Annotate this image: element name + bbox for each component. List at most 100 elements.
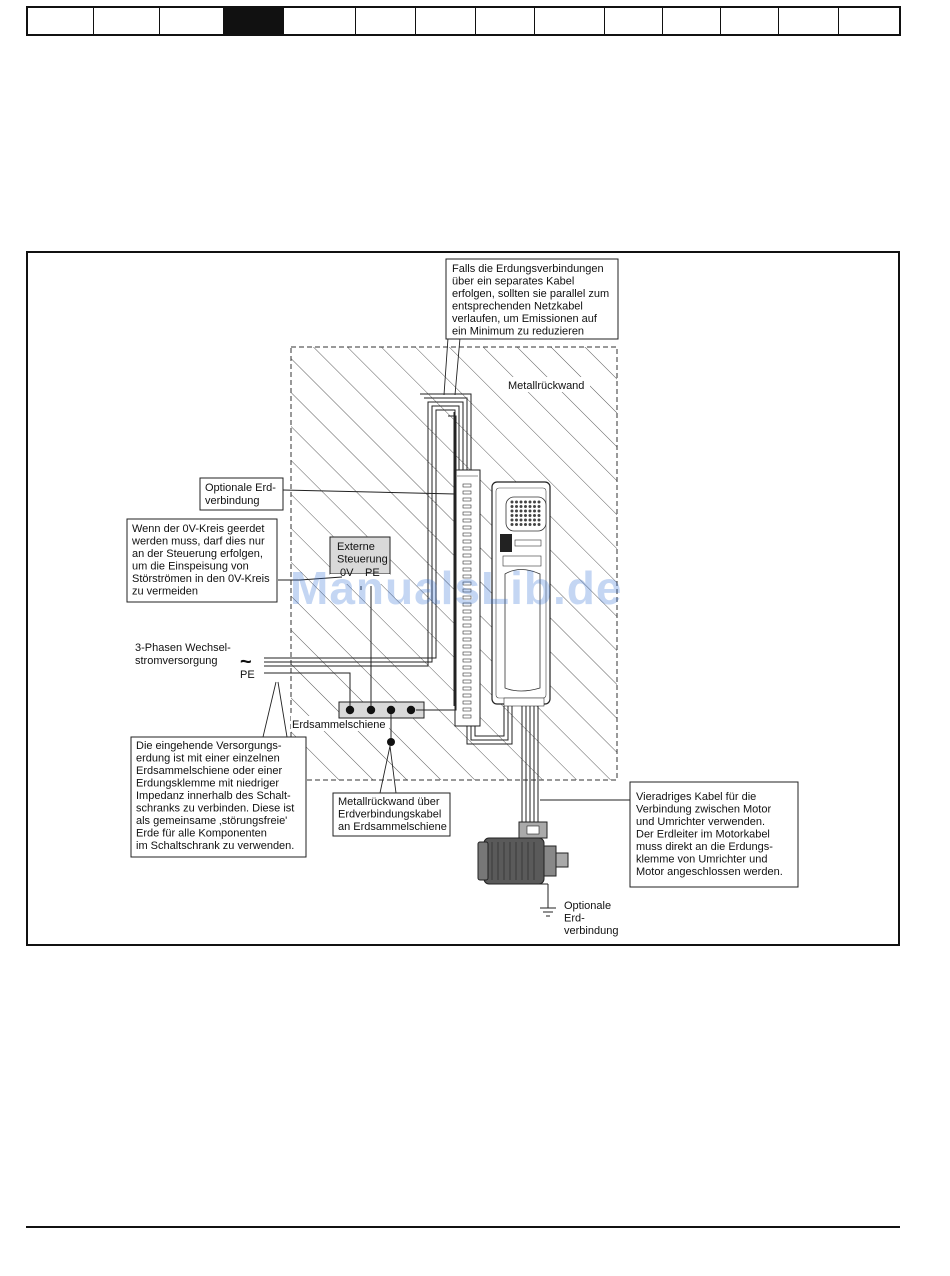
filter-slot — [462, 686, 472, 691]
nav-cell[interactable] — [160, 8, 224, 34]
filter-slot — [462, 644, 472, 649]
grille-hole — [528, 518, 532, 522]
filter-slot — [462, 700, 472, 705]
nav-cell[interactable] — [605, 8, 664, 34]
callout-line: verbindung — [564, 925, 618, 937]
callout-line: Vieradriges Kabel für die — [636, 791, 756, 803]
nav-cell[interactable] — [28, 8, 94, 34]
callout-line: Störströmen in den 0V-Kreis — [132, 573, 270, 585]
callout-line: Erdungsklemme mit niedriger — [136, 778, 279, 790]
callout-line: um die Einspeisung von — [132, 561, 249, 573]
callout-line: werden muss, darf dies nur — [131, 536, 265, 548]
grille-hole — [515, 514, 518, 517]
grille-hole — [537, 509, 541, 513]
filter-slot — [462, 581, 472, 586]
external-control-box — [329, 536, 391, 575]
nav-cell[interactable] — [223, 8, 284, 34]
grille-hole — [528, 523, 532, 526]
filter-slot — [462, 525, 472, 530]
nav-cell[interactable] — [721, 8, 780, 34]
nav-cell[interactable] — [416, 8, 476, 34]
filter-slot — [462, 483, 472, 488]
grille-hole — [510, 500, 514, 504]
grille-hole — [515, 523, 518, 526]
nav-cell[interactable] — [535, 8, 606, 34]
filter-slot — [462, 567, 472, 572]
grille-hole — [533, 518, 536, 522]
filter-slot — [462, 651, 472, 656]
grille-hole — [528, 505, 532, 508]
pe-terminal-label: PE — [365, 567, 380, 579]
callout-line: Motor angeschlossen werden. — [636, 866, 783, 878]
filter-slot — [462, 665, 472, 670]
watermark: ManualsLib.de — [290, 562, 623, 614]
callout-line: erdung ist mit einer einzelnen — [136, 753, 280, 765]
callout-line: Erde für alle Komponenten — [136, 828, 267, 840]
filter-slot — [462, 490, 472, 495]
filter-slot — [462, 693, 472, 698]
callout-line: Externe — [337, 541, 375, 553]
grille-hole — [515, 500, 518, 504]
nav-cell[interactable] — [779, 8, 840, 34]
callout-line: Falls die Erdungsverbindungen — [452, 263, 604, 275]
filter-slot — [462, 574, 472, 579]
grille-hole — [537, 523, 541, 526]
grille-hole — [537, 514, 541, 517]
grille-hole — [510, 523, 514, 526]
callout-line: 3-Phasen Wechsel- — [135, 642, 231, 654]
supply-pe-label: PE — [240, 669, 255, 681]
callout-optional-earth: Optionale Erd-verbindung — [205, 482, 276, 507]
filter-slot — [462, 609, 472, 614]
grille-hole — [519, 505, 523, 508]
nav-cell[interactable] — [284, 8, 356, 34]
grille-hole — [537, 500, 541, 504]
grille-hole — [537, 518, 541, 522]
callout-line: Steuerung — [337, 554, 388, 566]
figure-frame — [26, 251, 900, 946]
grille-hole — [510, 514, 514, 517]
nav-cell[interactable] — [356, 8, 416, 34]
grille-hole — [528, 514, 532, 517]
callout-line: Metallrückwand über — [338, 796, 440, 808]
nav-cell[interactable] — [663, 8, 722, 34]
callout-line: an Erdsammelschiene — [338, 821, 447, 833]
filter-slot — [462, 658, 472, 663]
callout-line: Verbindung zwischen Motor — [636, 804, 771, 816]
grille-hole — [524, 505, 527, 508]
callout-line: erfolgen, sollten sie parallel zum — [452, 288, 609, 300]
filter-slot — [462, 588, 472, 593]
wiring — [264, 393, 539, 822]
supply-tilde-icon: ~ — [240, 651, 252, 673]
callout-line: Erdverbindungskabel — [338, 809, 441, 821]
filter-slot — [462, 630, 472, 635]
drive-unit — [491, 481, 551, 707]
callout-line: Impedanz innerhalb des Schalt- — [136, 790, 291, 802]
grille-hole — [519, 514, 523, 517]
callout-line: klemme von Umrichter und — [636, 854, 767, 866]
filter-slot — [462, 637, 472, 642]
busbar-label: Erdsammelschiene — [292, 719, 386, 731]
filter-slot — [462, 546, 472, 551]
nav-cell[interactable] — [94, 8, 160, 34]
callout-line: an der Steuerung erfolgen, — [132, 548, 263, 560]
callout-line: stromversorgung — [135, 655, 218, 667]
callout-incoming-earth: Die eingehende Versorgungs-erdung ist mi… — [136, 740, 294, 852]
top-nav-bar — [26, 6, 901, 36]
callout-line: und Umrichter verwenden. — [636, 816, 765, 828]
grille-hole — [533, 500, 536, 504]
callout-line: über ein separates Kabel — [452, 276, 574, 288]
grille-hole — [515, 518, 518, 522]
filter-slot — [462, 595, 472, 600]
zero-v-terminal-label: 0V — [340, 567, 354, 579]
emc-filter — [454, 469, 481, 727]
nav-cell[interactable] — [476, 8, 536, 34]
filter-slot — [462, 616, 472, 621]
callout-line: Die eingehende Versorgungs- — [136, 740, 282, 752]
filter-slot — [462, 532, 472, 537]
filter-slot — [462, 560, 472, 565]
grille-hole — [524, 500, 527, 504]
